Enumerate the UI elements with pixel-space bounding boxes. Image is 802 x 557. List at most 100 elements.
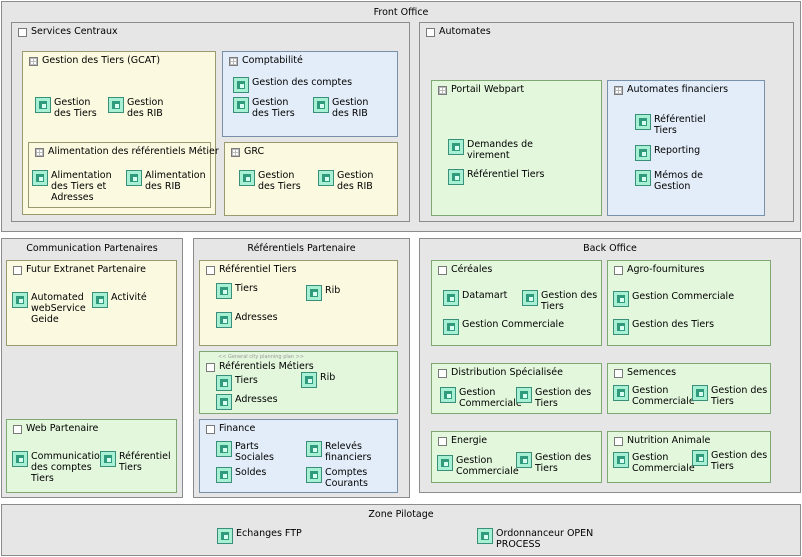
component-referentiel-tiers[interactable]: Référentiel Tiers [448, 169, 577, 185]
component-gestion-commerciale[interactable]: Gestion Commerciale [443, 319, 582, 335]
alimentation-title: Alimentation des référentiels Métier [48, 146, 219, 158]
component-gestion-tiers[interactable]: Gestion des Tiers [516, 452, 593, 474]
component-label: Alimentation des Tiers et Adresses [51, 170, 117, 203]
component-icon [92, 292, 108, 308]
component-parts-sociales[interactable]: Parts Sociales [216, 441, 279, 463]
component-echanges-ftp[interactable]: Echanges FTP [217, 528, 356, 544]
component-icon [448, 139, 464, 155]
application-icon [231, 148, 240, 157]
component-gestion-commerciale[interactable]: Gestion Commerciale [440, 387, 523, 409]
component-label: Gestion Commerciale [632, 385, 696, 407]
component-gestion-commerciale[interactable]: Gestion Commerciale [613, 452, 696, 474]
front-office-title: Front Office [2, 7, 800, 19]
component-releves-financiers[interactable]: Relevés financiers [306, 441, 373, 463]
component-gestion-tiers[interactable]: Gestion des Tiers [516, 387, 593, 409]
component-tiers[interactable]: Tiers [216, 375, 258, 391]
component-icon [516, 452, 532, 468]
component-label: Rib [320, 372, 335, 383]
component-label: Gestion des Tiers [54, 97, 102, 119]
component-gestion-tiers[interactable]: Gestion des Tiers [692, 385, 769, 407]
component-gestion-commerciale[interactable]: Gestion Commerciale [613, 385, 696, 407]
group-icon [206, 363, 215, 372]
component-gestion-tiers[interactable]: Gestion des Tiers [35, 97, 102, 119]
nutrition-animale-title: Nutrition Animale [627, 435, 710, 447]
services-centraux-header: Services Centraux [18, 26, 118, 38]
application-icon [438, 86, 447, 95]
component-label: Comptes Courants [325, 467, 373, 489]
group-icon [13, 425, 22, 434]
component-label: Gestion des Tiers [535, 452, 593, 474]
energie-title: Energie [451, 435, 487, 447]
component-label: Demandes de virement [467, 139, 539, 161]
component-ordonnanceur[interactable]: Ordonnanceur OPEN PROCESS [477, 528, 596, 550]
group-icon [614, 369, 623, 378]
component-gestion-commerciale[interactable]: Gestion Commerciale [437, 455, 520, 477]
component-icon [318, 170, 334, 186]
component-gestion-commerciale[interactable]: Gestion Commerciale [613, 291, 752, 307]
component-activite[interactable]: Activité [92, 292, 161, 308]
grc-title: GRC [244, 146, 264, 158]
component-datamart[interactable]: Datamart [443, 290, 507, 306]
component-gestion-tiers[interactable]: Gestion des Tiers [233, 97, 300, 119]
component-reporting[interactable]: Reporting [635, 145, 724, 161]
component-referentiel-tiers[interactable]: Référentiel Tiers [100, 451, 175, 473]
referentiels-metiers-title: Référentiels Métiers [219, 361, 314, 373]
component-label: Référentiel Tiers [654, 114, 714, 136]
component-icon [306, 285, 322, 301]
component-icon [437, 455, 453, 471]
component-label: Gestion Commerciale [462, 319, 582, 330]
component-soldes[interactable]: Soldes [216, 467, 266, 483]
comptabilite-title: Comptabilité [242, 55, 303, 67]
component-gestion-rib[interactable]: Gestion des RIB [313, 97, 380, 119]
component-gestion-comptes[interactable]: Gestion des comptes [233, 77, 372, 93]
component-label: Datamart [462, 290, 507, 301]
semences-header: Semences [614, 367, 676, 379]
component-gestion-tiers[interactable]: Gestion des Tiers [522, 290, 599, 312]
component-demandes-virement[interactable]: Demandes de virement [448, 139, 539, 161]
component-label: Référentiel Tiers [119, 451, 175, 473]
component-referentiel-tiers[interactable]: Référentiel Tiers [635, 114, 714, 136]
component-label: Mémos de Gestion [654, 170, 710, 192]
component-rib[interactable]: Rib [301, 372, 335, 388]
stereotype-note: << General city planning plan >> [218, 354, 304, 360]
component-icon [233, 97, 249, 113]
component-icon [522, 290, 538, 306]
component-automated-webservice[interactable]: Automated webService Geide [12, 292, 87, 325]
semences-title: Semences [627, 367, 676, 379]
component-gestion-rib[interactable]: Gestion des RIB [108, 97, 175, 119]
referentiel-tiers-group[interactable]: Référentiel Tiers [199, 260, 398, 346]
component-gestion-tiers[interactable]: Gestion des Tiers [239, 170, 308, 192]
component-alimentation-rib[interactable]: Alimentation des RIB [126, 170, 205, 192]
finance-header: Finance [206, 423, 255, 435]
component-icon [306, 441, 322, 457]
component-label: Soldes [235, 467, 266, 478]
component-label: Référentiel Tiers [467, 169, 577, 180]
comptabilite-group[interactable]: Comptabilité [222, 51, 398, 137]
group-icon [206, 425, 215, 434]
component-alimentation-tiers[interactable]: Alimentation des Tiers et Adresses [32, 170, 117, 203]
component-icon [12, 292, 28, 308]
component-comptes-courants[interactable]: Comptes Courants [306, 467, 373, 489]
component-adresses[interactable]: Adresses [216, 312, 278, 328]
component-gestion-tiers[interactable]: Gestion des Tiers [613, 319, 752, 335]
component-adresses[interactable]: Adresses [216, 394, 278, 410]
component-rib[interactable]: Rib [306, 285, 340, 301]
gcat-title: Gestion des Tiers (GCAT) [42, 55, 160, 67]
component-gestion-tiers[interactable]: Gestion des Tiers [692, 450, 769, 472]
component-memos-gestion[interactable]: Mémos de Gestion [635, 170, 710, 192]
agro-fournitures-title: Agro-fournitures [627, 264, 704, 276]
group-icon [426, 28, 435, 37]
alimentation-header: Alimentation des référentiels Métier [35, 146, 219, 158]
component-icon [32, 170, 48, 186]
component-tiers[interactable]: Tiers [216, 283, 258, 299]
automates-financiers-title: Automates financiers [627, 84, 728, 96]
component-label: Gestion des comptes [252, 77, 372, 88]
component-label: Adresses [235, 394, 278, 405]
component-communication-comptes[interactable]: Communication des comptes Tiers [12, 451, 101, 484]
component-icon [12, 451, 28, 467]
component-gestion-rib[interactable]: Gestion des RIB [318, 170, 387, 192]
component-icon [448, 169, 464, 185]
cereales-title: Céréales [451, 264, 492, 276]
referentiels-partenaire-title: Référentiels Partenaire [194, 243, 409, 255]
portail-webpart-header: Portail Webpart [438, 84, 524, 96]
